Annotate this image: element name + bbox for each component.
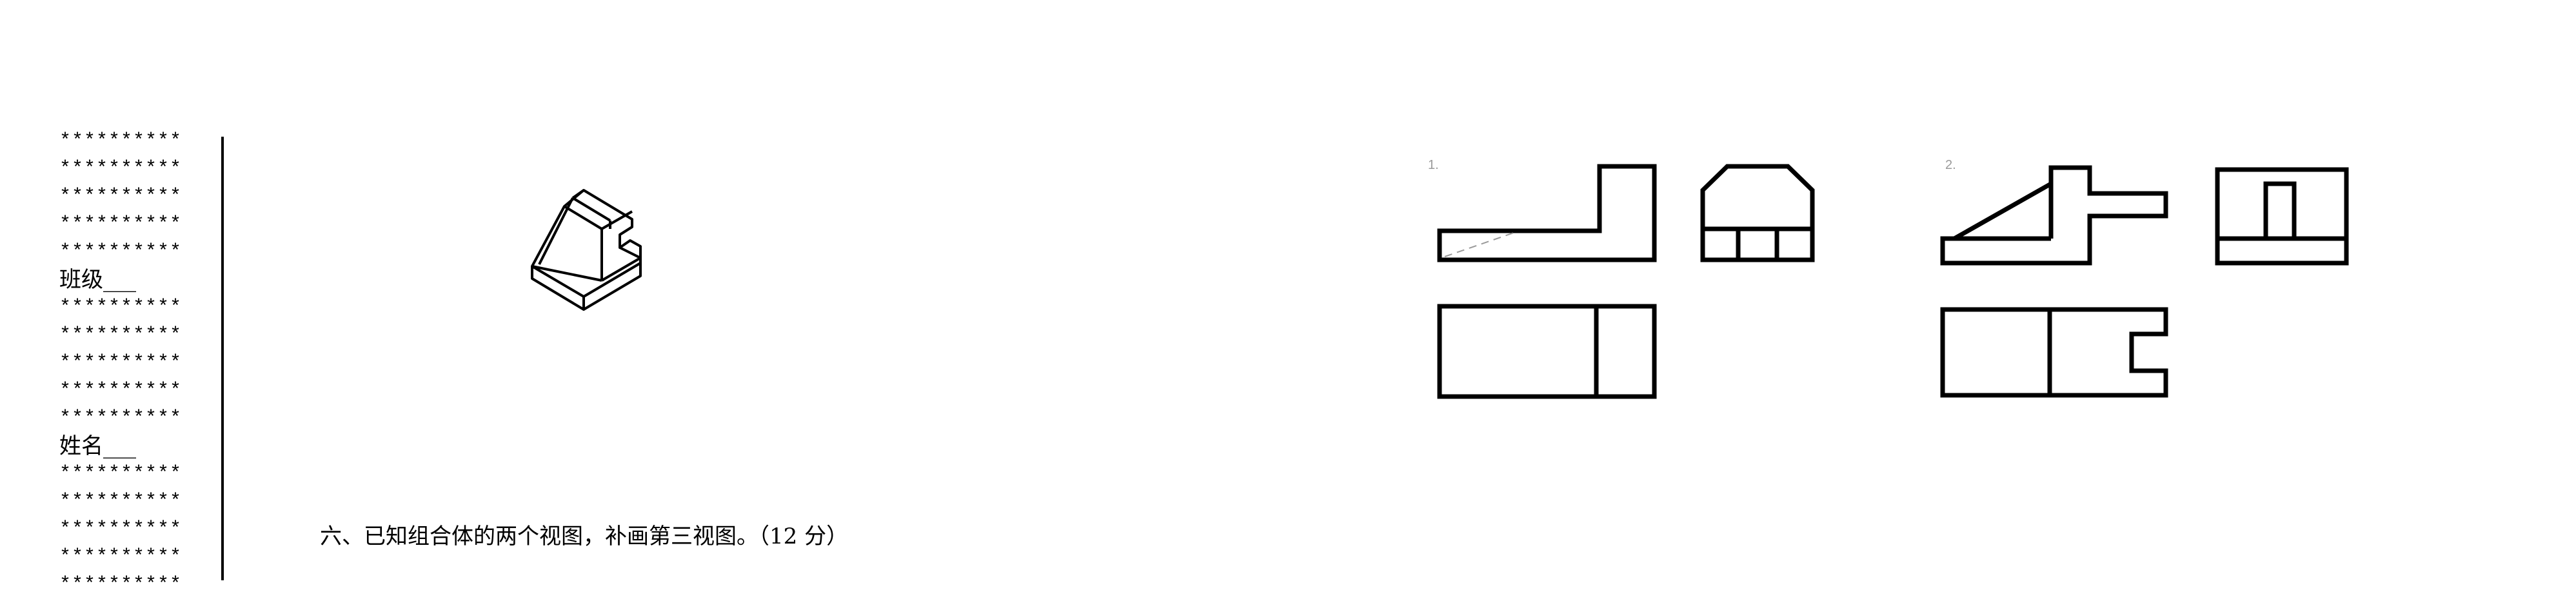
margin-line: ********** (59, 213, 183, 235)
front-view (1437, 164, 1657, 262)
isometric-edge (538, 197, 574, 265)
margin-line: ********** (59, 380, 183, 402)
isometric-edge (571, 197, 611, 222)
binding-margin: ********** ********** ********** *******… (0, 0, 232, 596)
margin-line: ********** (59, 158, 183, 180)
isometric-edge (531, 265, 602, 282)
binding-line (221, 137, 224, 580)
margin-lines: ********** ********** ********** *******… (59, 128, 227, 599)
class-label: 班级___ (59, 267, 136, 293)
margin-line: ********** (59, 491, 183, 513)
hidden-line (1444, 231, 1516, 257)
margin-line: ********** (59, 518, 183, 540)
name-label: 姓名___ (59, 433, 136, 459)
isometric-edge (571, 189, 585, 199)
margin-line: ********** (59, 186, 183, 208)
isometric-edge (563, 205, 603, 230)
margin-line: ********** (59, 546, 183, 568)
margin-line: ********** (59, 574, 183, 596)
problem-2-number: 2. (1945, 158, 1956, 172)
margin-line: ********** (59, 297, 183, 319)
side-view (1700, 164, 1815, 262)
problem-2-views: 2. (1940, 158, 2349, 398)
isometric-edge (619, 246, 641, 259)
front-view (1940, 165, 2168, 266)
margin-line: ********** (59, 408, 183, 429)
isometric-edge (582, 262, 642, 298)
margin-line: ********** (59, 130, 183, 152)
isometric-edge (600, 257, 642, 282)
problem-1-views: 1. (1428, 158, 1815, 399)
top-view (1940, 307, 2168, 398)
side-view (2215, 167, 2349, 266)
top-view (1437, 304, 1657, 399)
margin-line: ********** (59, 352, 183, 374)
isometric-sketch (531, 189, 642, 311)
margin-line: ********** (59, 241, 183, 263)
isometric-edge (601, 210, 633, 230)
question-text: 六、已知组合体的两个视图，补画第三视图。（12 分） (320, 524, 849, 549)
problem-1-number: 1. (1428, 158, 1439, 172)
margin-line: ********** (59, 463, 183, 485)
side-view-slot (2263, 181, 2297, 239)
isometric-edge (531, 265, 585, 298)
margin-line: ********** (59, 324, 183, 346)
